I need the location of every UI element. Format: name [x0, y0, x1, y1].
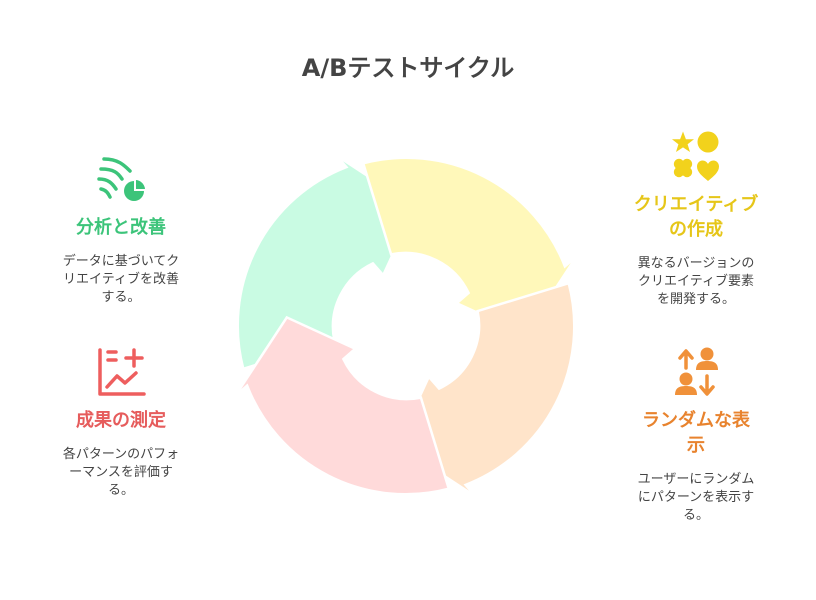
step-random-description: ユーザーにランダム にパターンを表示す る。	[611, 471, 781, 525]
step-measure-desc-line3: る。	[107, 483, 134, 498]
step-random-heading-line2: 示	[687, 435, 705, 456]
step-analyze-desc-line3: する。	[101, 290, 141, 305]
step-measure-desc-line1: 各パターンのパフォ	[62, 447, 180, 462]
users-swap-icon	[675, 347, 718, 396]
shapes-icon	[672, 131, 719, 181]
segment-analyze	[236, 154, 417, 371]
step-analyze-description: データに基づいてク リエイティブを改善 する。	[36, 253, 206, 307]
segment-create	[361, 156, 578, 337]
chart-plus-icon	[98, 348, 146, 396]
segment-random	[395, 281, 576, 498]
step-measure-description: 各パターンのパフォ ーマンスを評価す る。	[36, 446, 206, 500]
step-create-desc-line3: を開発する。	[656, 292, 735, 307]
step-create-heading-line2: の作成	[669, 219, 723, 240]
step-create-desc-line2: クリエイティブ要素	[638, 274, 754, 289]
step-analyze-heading-line1: 分析と改善	[76, 217, 166, 238]
step-random-desc-line3: る。	[682, 508, 709, 523]
step-random-desc-line1: ユーザーにランダム	[637, 472, 755, 487]
step-measure-heading-line1: 成果の測定	[76, 410, 166, 431]
step-create: クリエイティブ の作成 異なるバージョンの クリエイティブ要素 を開発する。	[611, 130, 781, 309]
step-analyze-desc-line2: リエイティブを改善	[63, 272, 179, 287]
step-random: ランダムな表 示 ユーザーにランダム にパターンを表示す る。	[611, 346, 781, 525]
step-analyze: 分析と改善 データに基づいてク リエイティブを改善 する。	[36, 155, 206, 307]
step-analyze-heading: 分析と改善	[36, 215, 206, 240]
step-measure-heading: 成果の測定	[36, 408, 206, 433]
data-analysis-icon	[97, 157, 146, 201]
step-measure-desc-line2: ーマンスを評価す	[69, 465, 173, 480]
step-create-heading: クリエイティブ の作成	[611, 192, 781, 242]
page-title: A/Bテストサイクル	[301, 54, 515, 82]
step-random-desc-line2: にパターンを表示す	[637, 490, 755, 505]
segment-measure	[234, 315, 451, 496]
step-create-heading-line1: クリエイティブ	[633, 194, 759, 215]
step-analyze-desc-line1: データに基づいてク	[62, 254, 180, 269]
step-measure: 成果の測定 各パターンのパフォ ーマンスを評価す る。	[36, 346, 206, 500]
step-create-description: 異なるバージョンの クリエイティブ要素 を開発する。	[611, 255, 781, 309]
step-random-heading-line1: ランダムな表	[642, 410, 750, 431]
step-create-desc-line1: 異なるバージョンの	[637, 256, 755, 271]
step-random-heading: ランダムな表 示	[611, 408, 781, 458]
